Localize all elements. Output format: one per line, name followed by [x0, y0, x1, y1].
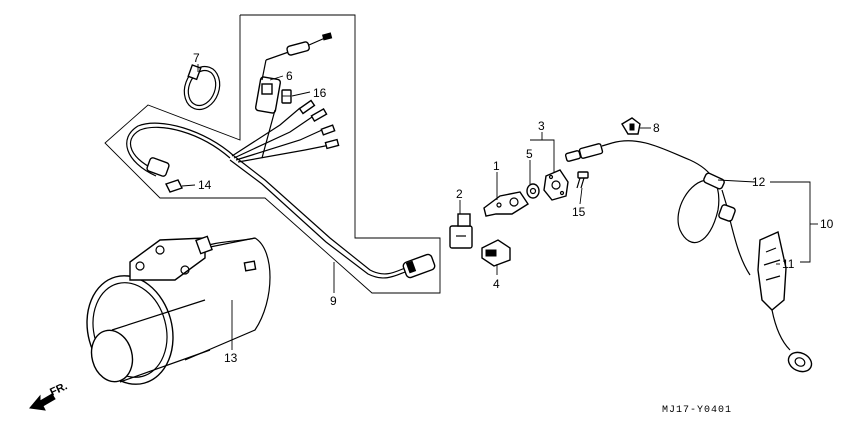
screw-part-15	[576, 171, 589, 189]
air-duct-part-13	[86, 235, 271, 385]
callout-15: 15	[572, 205, 586, 219]
front-direction-arrow: FR.	[29, 380, 69, 411]
rubber-mount-part-4	[481, 239, 511, 267]
callout-11: 11	[782, 257, 795, 271]
hose-clamp-part-7	[183, 64, 221, 111]
harness-group-outline	[104, 14, 441, 294]
front-direction-label: FR.	[48, 380, 69, 398]
clip-part-14	[165, 179, 183, 193]
callout-6: 6	[286, 69, 293, 83]
wire-harness-part-9	[126, 99, 436, 279]
diagram-code: MJ17-Y0401	[662, 405, 732, 416]
sensor-cable-part-10	[564, 140, 813, 373]
plate-part-3	[543, 169, 569, 201]
fuse-part-16	[281, 89, 292, 104]
callout-2: 2	[456, 187, 463, 201]
callout-4: 4	[493, 277, 500, 291]
callout-7: 7	[193, 51, 200, 65]
callout-14: 14	[198, 178, 212, 192]
grommet-part-5	[526, 183, 540, 199]
callout-12: 12	[752, 175, 766, 189]
callout-3: 3	[538, 119, 545, 133]
callout-1: 1	[493, 159, 500, 173]
callout-16: 16	[313, 86, 327, 100]
bracket-part-2	[449, 213, 473, 249]
relay-part-6	[254, 32, 333, 159]
stay-plate-part-1	[483, 191, 529, 217]
callout-10: 10	[820, 217, 834, 231]
callout-13: 13	[224, 351, 238, 365]
cap-part-8	[621, 117, 641, 135]
leader-lines	[181, 64, 818, 350]
callout-9: 9	[330, 294, 337, 308]
callout-5: 5	[526, 147, 533, 161]
callout-8: 8	[653, 121, 660, 135]
